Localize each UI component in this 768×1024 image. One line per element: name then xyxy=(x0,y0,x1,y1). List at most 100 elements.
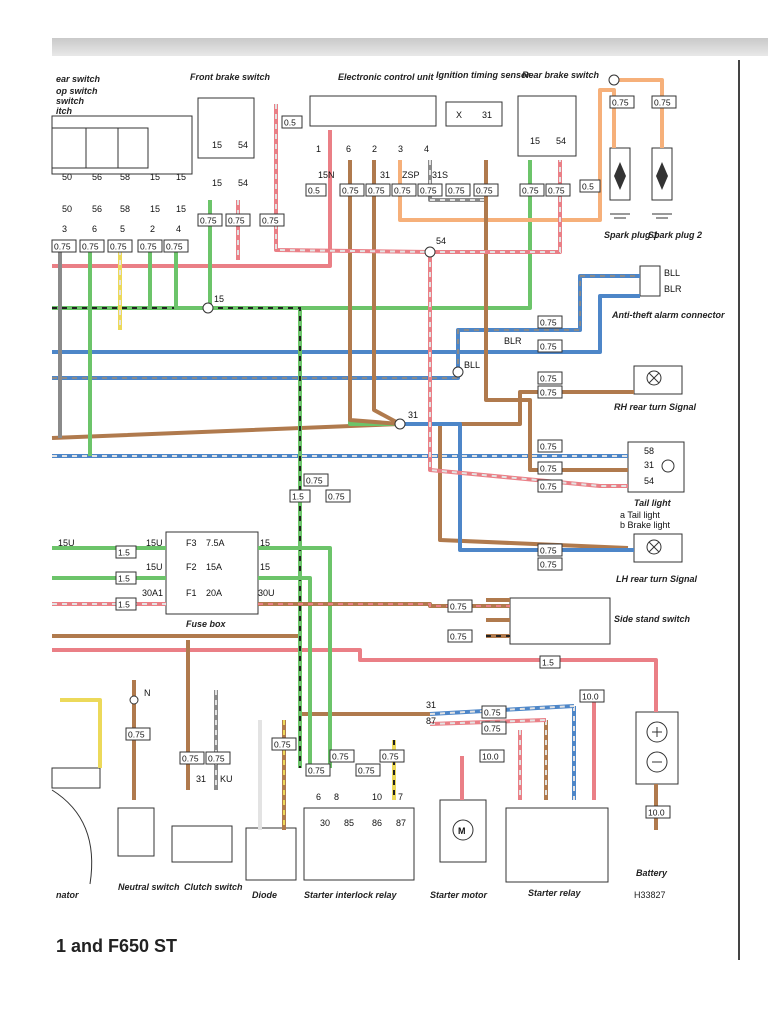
wire-size-label: 0.75 xyxy=(355,763,381,777)
ir-pin-6: 6 xyxy=(316,792,321,802)
wire-brown-lower xyxy=(52,634,430,716)
fuse-f3-name: F3 xyxy=(186,538,197,548)
wire-green-fuse-out xyxy=(258,546,332,768)
svg-text:1.5: 1.5 xyxy=(118,574,130,584)
rh-rear-turn-label: RH rear turn Signal xyxy=(614,402,697,412)
svg-text:10.0: 10.0 xyxy=(582,692,599,702)
svg-text:0.75: 0.75 xyxy=(228,216,245,226)
neutral-switch-box xyxy=(117,807,155,857)
anti-theft-label: Anti-theft alarm connector xyxy=(611,310,725,320)
svg-text:0.75: 0.75 xyxy=(484,708,501,718)
fuse-in-30a1: 30A1 xyxy=(142,588,163,598)
svg-text:0.75: 0.75 xyxy=(540,546,557,556)
rb-15: 15 xyxy=(530,136,540,146)
alternator-label: nator xyxy=(56,890,79,900)
size-stop: 0.75 xyxy=(163,239,189,253)
wire-size-label: 0.75 xyxy=(537,385,563,399)
size-fb-54: 0.75 xyxy=(225,213,251,227)
clutch-ku: KU xyxy=(220,774,233,784)
wire-size-label: 0.75 xyxy=(447,599,473,613)
svg-text:0.75: 0.75 xyxy=(540,442,557,452)
wire-ecu-2 xyxy=(372,160,401,426)
rear-brake-terminals: 15 54 xyxy=(530,136,566,146)
svg-text:10.0: 10.0 xyxy=(482,752,499,762)
size-stop: 0.75 xyxy=(51,239,77,253)
svg-text:0.75: 0.75 xyxy=(332,752,349,762)
wire-size-label: 0.75 xyxy=(305,763,331,777)
svg-text:0.75: 0.75 xyxy=(548,186,565,196)
wire-size-label: 0.75 xyxy=(537,315,563,329)
page-title: 1 and F650 ST xyxy=(56,936,178,956)
svg-text:0.75: 0.75 xyxy=(394,186,411,196)
fuse-out-30u: 30U xyxy=(258,588,275,598)
term-56: 56 xyxy=(92,172,102,182)
wire-ecu-6 xyxy=(348,160,401,426)
ecu-label: Electronic control unit xyxy=(338,72,435,82)
svg-text:0.75: 0.75 xyxy=(382,752,399,762)
junction-ignition xyxy=(608,74,620,86)
size-stop: 0.75 xyxy=(137,239,163,253)
diagram-code: H33827 xyxy=(634,890,666,900)
wire-size-label: 0.75 xyxy=(445,183,471,197)
fuse-in-15u-a: 15U xyxy=(146,538,163,548)
term-58: 58 xyxy=(120,172,130,182)
junction-31 xyxy=(394,418,406,430)
size-rb-15: 0.75 xyxy=(519,183,545,197)
starter-relay-box xyxy=(505,807,609,883)
fuse-in-15u-b: 15U xyxy=(146,562,163,572)
wire-size-label: 0.75 xyxy=(537,439,563,453)
ecu-31s: 31S xyxy=(432,170,448,180)
wire-green-rear-brake xyxy=(208,160,532,310)
fuse-f1-rating: 20A xyxy=(206,588,222,598)
svg-text:0.75: 0.75 xyxy=(484,724,501,734)
ecu-zsp: ZSP xyxy=(402,170,420,180)
ecu-pin-6: 6 xyxy=(346,144,351,154)
wire-green-diag xyxy=(208,306,400,426)
fuse-f2-name: F2 xyxy=(186,562,197,572)
fb-15: 15 xyxy=(212,140,222,150)
svg-text:0.75: 0.75 xyxy=(476,186,493,196)
timing-sensor-terminals: X 31 xyxy=(456,110,492,120)
starter-relay-label: Starter relay xyxy=(528,888,582,898)
junction-15-label: 15 xyxy=(214,294,224,304)
size-rb-54: 0.75 xyxy=(545,183,571,197)
junction-n-label: N xyxy=(144,688,151,698)
wire-size-label: 1.5 xyxy=(115,545,137,559)
wire-size-label: 0.75 xyxy=(481,721,507,735)
ir-30: 30 xyxy=(320,818,330,828)
size-battery: 10.0 xyxy=(579,689,605,703)
side-stand-switch-box xyxy=(509,597,611,645)
tail-light-legend-b: b Brake light xyxy=(620,520,671,530)
svg-text:1.5: 1.5 xyxy=(542,658,554,668)
svg-text:0.75: 0.75 xyxy=(262,216,279,226)
size-orange: 0.5 xyxy=(579,179,601,193)
wire-size-label: 1.5 xyxy=(539,655,561,669)
svg-text:1.5: 1.5 xyxy=(118,548,130,558)
wire-size-label: 0.75 xyxy=(205,751,231,765)
clutch-31: 31 xyxy=(196,774,206,784)
rear-brake-switch-box xyxy=(517,95,577,157)
wire-size-label: 0.75 xyxy=(537,543,563,557)
svg-text:0.75: 0.75 xyxy=(522,186,539,196)
wire-red-top xyxy=(52,130,332,268)
svg-text:M: M xyxy=(458,826,466,836)
junction-54-label: 54 xyxy=(436,236,446,246)
ir-pin-8: 8 xyxy=(334,792,339,802)
term-15b: 15 xyxy=(176,172,186,182)
stop-switch-terminals: 50 56 58 15 15 50 56 58 15 15 3 6 5 2 4 xyxy=(62,172,186,234)
wire-size-label: 0.75 xyxy=(537,461,563,475)
svg-text:0.75: 0.75 xyxy=(420,186,437,196)
fuse-box xyxy=(165,531,259,615)
ecu-terminals: 1 6 2 3 4 15N 31 ZSP 31S xyxy=(316,144,448,180)
wire-size-label: 0.75 xyxy=(537,371,563,385)
size-stop: 0.75 xyxy=(79,239,105,253)
wire-54-tail-stripe xyxy=(429,252,628,487)
svg-text:0.75: 0.75 xyxy=(128,730,145,740)
spark-plug-1 xyxy=(609,147,631,219)
front-brake-switch-box xyxy=(197,97,255,159)
wire-size-label: 1.5 xyxy=(115,571,137,585)
svg-text:0.75: 0.75 xyxy=(54,242,71,252)
